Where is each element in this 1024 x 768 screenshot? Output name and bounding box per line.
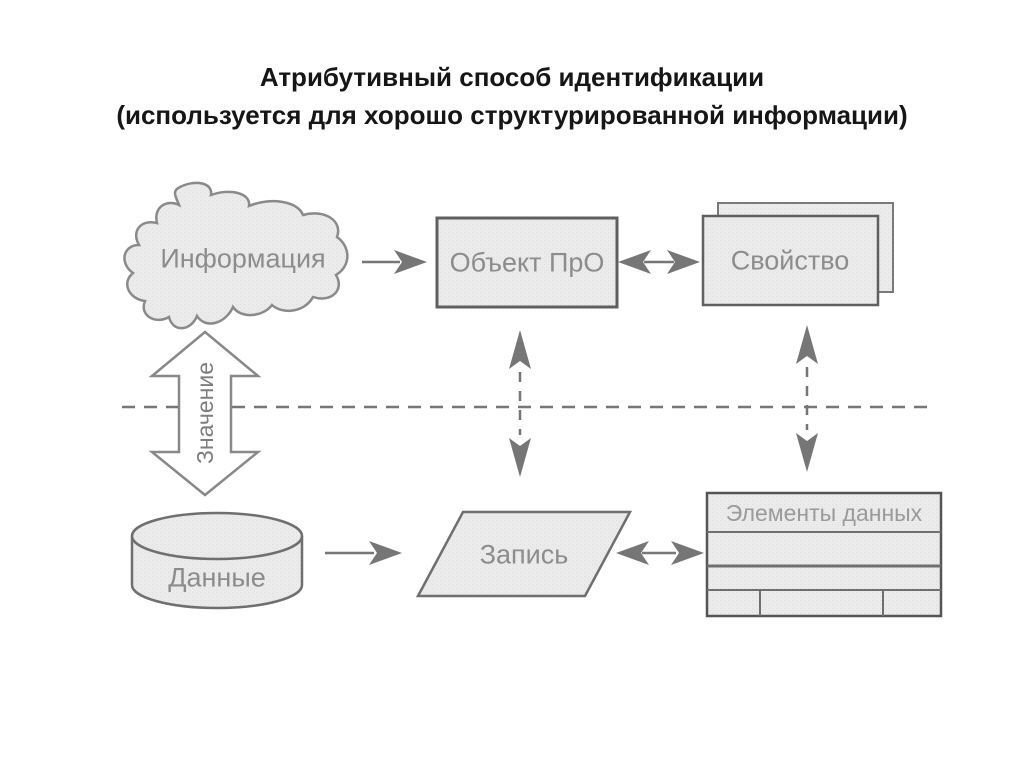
edge-information-object-arrow xyxy=(362,250,427,274)
page-title: Атрибутивный способ идентификации (испол… xyxy=(0,58,1024,134)
edge-data-record-arrow xyxy=(325,541,402,565)
node-data-elements-table: Элементы данных xyxy=(705,491,943,618)
node-record-label: Запись xyxy=(480,539,569,569)
node-information-label: Информация xyxy=(160,243,325,273)
node-information-cloud: Информация xyxy=(123,181,349,330)
value-double-arrow: Значение xyxy=(148,330,262,497)
node-object-pro-label: Объект ПрО xyxy=(450,247,605,277)
page-title-line1: Атрибутивный способ идентификации xyxy=(259,62,765,92)
edge-record-elements-double-arrow xyxy=(616,541,704,565)
edge-property-elements-dashed-double-arrow xyxy=(796,325,818,472)
value-arrow-label: Значение xyxy=(192,362,218,464)
page-title-line2: (используется для хорошо структурированн… xyxy=(116,100,908,130)
node-data-cylinder: Данные xyxy=(130,511,304,610)
node-data-elements-label: Элементы данных xyxy=(726,500,923,526)
edge-object-property-double-arrow xyxy=(618,250,700,274)
edge-object-record-dashed-double-arrow xyxy=(509,330,531,477)
node-property-stacked-rectangles: Свойство xyxy=(701,202,894,307)
node-record-parallelogram: Запись xyxy=(415,510,633,598)
node-data-label: Данные xyxy=(168,562,266,592)
node-property-label: Свойство xyxy=(731,245,850,275)
node-object-pro-rectangle: Объект ПрО xyxy=(435,216,619,309)
